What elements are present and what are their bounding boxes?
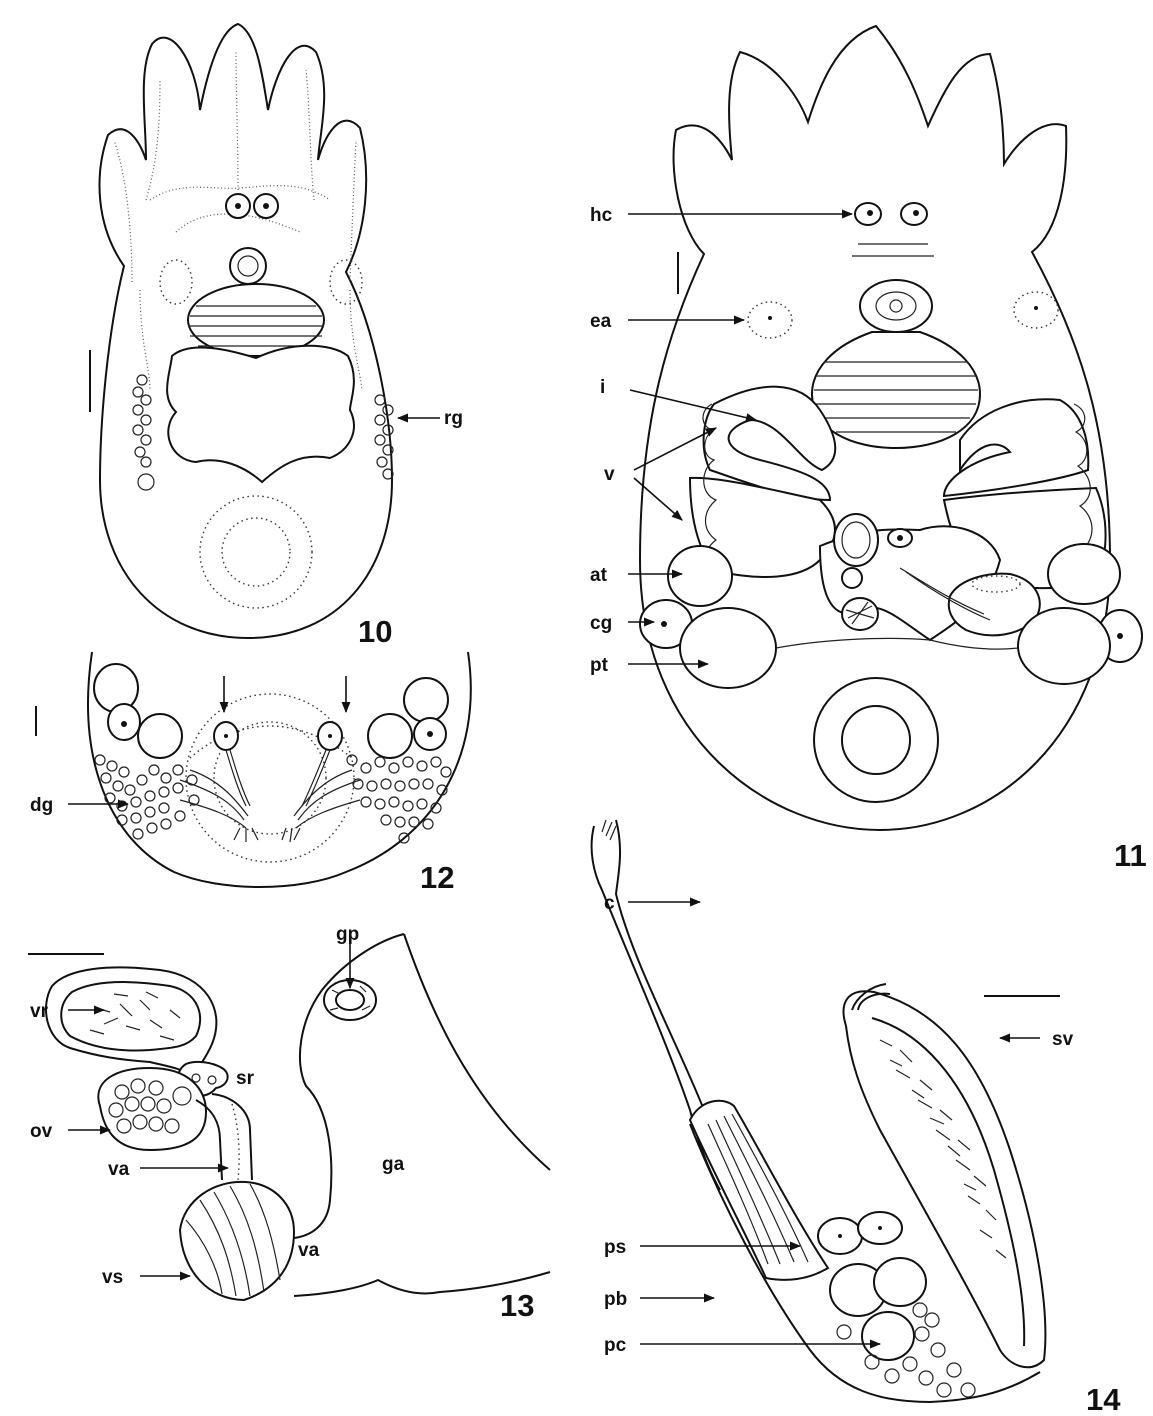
label-v: v: [604, 464, 615, 485]
figure-11: hc ea i v at cg pt 11: [590, 26, 1147, 873]
label-va-upper: va: [108, 1159, 130, 1180]
label-ea: ea: [590, 311, 612, 332]
figure-13: gp vr sr ov ga va va vs 13: [28, 924, 550, 1323]
label-gp: gp: [336, 924, 359, 945]
label-hc: hc: [590, 205, 613, 226]
label-c: c: [604, 893, 615, 914]
label-sv: sv: [1052, 1029, 1074, 1050]
figure-number-10: 10: [358, 614, 392, 649]
figure-14: c sv ps pb pc 14: [592, 820, 1122, 1416]
label-pt: pt: [590, 655, 609, 676]
label-ov: ov: [30, 1121, 53, 1142]
label-vs: vs: [102, 1267, 123, 1288]
figure-number-13: 13: [500, 1288, 534, 1323]
figure-number-11: 11: [1114, 838, 1147, 873]
label-vr: vr: [30, 1001, 49, 1022]
figure-10: rg 10: [90, 24, 463, 649]
figure-12: dg 12: [30, 652, 471, 895]
label-at: at: [590, 565, 608, 586]
figure-number-12: 12: [420, 860, 454, 895]
label-cg: cg: [590, 613, 612, 634]
label-i: i: [600, 377, 605, 398]
label-va-lower: va: [298, 1240, 320, 1261]
label-pb: pb: [604, 1289, 627, 1310]
label-dg: dg: [30, 795, 53, 816]
label-ga: ga: [382, 1154, 405, 1175]
label-rg: rg: [444, 408, 463, 429]
label-ps: ps: [604, 1237, 626, 1258]
label-pc: pc: [604, 1335, 627, 1356]
label-sr: sr: [236, 1068, 255, 1089]
figure-number-14: 14: [1086, 1382, 1121, 1416]
